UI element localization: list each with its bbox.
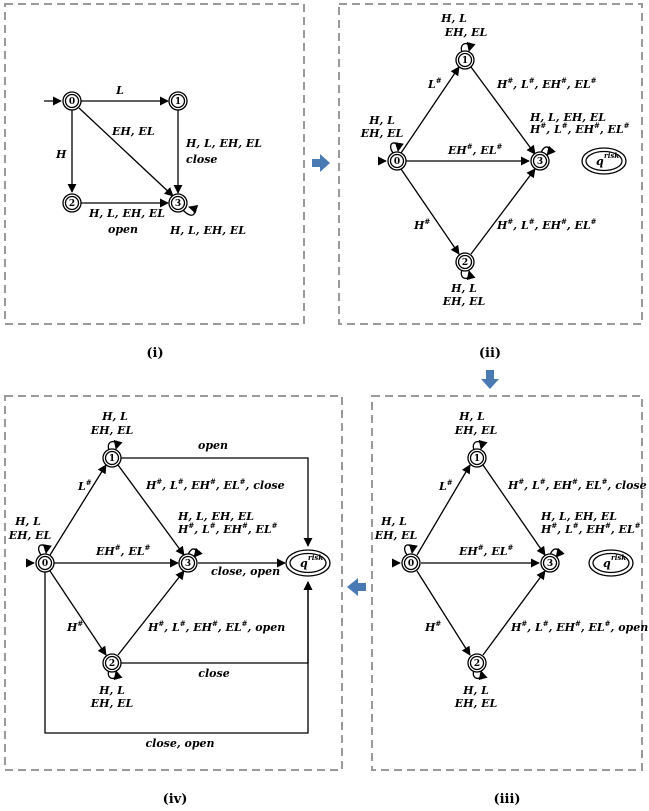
svg-text:1: 1 <box>462 56 468 66</box>
svg-text:risk: risk <box>604 151 619 160</box>
svg-text:H: H <box>55 148 67 161</box>
svg-text:(iii): (iii) <box>493 792 520 807</box>
svg-text:0: 0 <box>408 559 414 569</box>
svg-text:H, L: H, L <box>462 684 489 697</box>
svg-text:EH, EL: EH, EL <box>90 424 134 437</box>
svg-text:H#: H# <box>66 619 83 634</box>
svg-text:H#, L#, EH#, EL#: H#, L#, EH#, EL# <box>177 521 278 536</box>
svg-text:H#: H# <box>424 619 441 634</box>
svg-text:H#, L#, EH#, EL#, open: H#, L#, EH#, EL#, open <box>147 619 285 634</box>
svg-text:3: 3 <box>537 157 543 167</box>
svg-text:EH#, EL#: EH#, EL# <box>95 543 150 558</box>
svg-text:H, L: H, L <box>450 282 477 295</box>
svg-text:2: 2 <box>69 199 75 209</box>
svg-text:H#, L#, EH#, EL#, close: H#, L#, EH#, EL#, close <box>507 477 647 492</box>
svg-text:EH#, EL#: EH#, EL# <box>458 543 513 558</box>
svg-text:H#, L#, EH#, EL#: H#, L#, EH#, EL# <box>496 217 597 232</box>
svg-text:H, L: H, L <box>98 684 125 697</box>
svg-text:H, L: H, L <box>368 114 395 127</box>
svg-text:q: q <box>300 557 308 570</box>
svg-text:H, L: H, L <box>440 12 467 25</box>
svg-text:H, L, EH, EL: H, L, EH, EL <box>177 510 254 523</box>
svg-text:(ii): (ii) <box>479 346 501 361</box>
svg-text:L: L <box>115 84 124 97</box>
svg-text:L#: L# <box>438 478 453 493</box>
svg-text:3: 3 <box>547 559 553 569</box>
svg-text:close, open: close, open <box>211 565 280 578</box>
svg-text:EH, EL: EH, EL <box>90 697 134 710</box>
svg-text:(iv): (iv) <box>163 792 188 807</box>
svg-text:H#, L#, EH#, EL#, close: H#, L#, EH#, EL#, close <box>145 477 285 492</box>
svg-text:EH, EL: EH, EL <box>374 529 418 542</box>
svg-text:EH, EL: EH, EL <box>454 697 498 710</box>
svg-text:H, L: H, L <box>101 410 128 423</box>
svg-text:close, open: close, open <box>145 737 214 750</box>
svg-text:2: 2 <box>109 659 115 669</box>
svg-text:H, L, EH, EL: H, L, EH, EL <box>540 510 617 523</box>
svg-text:H#, L#, EH#, EL#: H#, L#, EH#, EL# <box>540 521 641 536</box>
svg-text:0: 0 <box>42 559 48 569</box>
svg-text:H, L, EH, EL: H, L, EH, EL <box>529 111 606 124</box>
svg-text:H#, L#, EH#, EL#, open: H#, L#, EH#, EL#, open <box>510 619 648 634</box>
svg-text:H#, L#, EH#, EL#: H#, L#, EH#, EL# <box>529 121 630 136</box>
svg-text:1: 1 <box>474 454 480 464</box>
svg-text:H, L, EH, EL: H, L, EH, EL <box>185 137 262 150</box>
svg-text:1: 1 <box>175 97 181 107</box>
svg-text:0: 0 <box>69 97 75 107</box>
svg-text:EH, EL: EH, EL <box>111 125 155 138</box>
svg-text:risk: risk <box>611 553 626 562</box>
svg-text:EH, EL: EH, EL <box>444 26 488 39</box>
svg-text:2: 2 <box>474 659 480 669</box>
svg-text:H, L: H, L <box>14 515 41 528</box>
svg-text:H, L, EH, EL: H, L, EH, EL <box>169 224 246 237</box>
svg-text:L#: L# <box>427 76 442 91</box>
svg-text:close: close <box>186 153 217 166</box>
svg-text:open: open <box>108 223 138 236</box>
svg-text:H, L, EH, EL: H, L, EH, EL <box>88 207 165 220</box>
svg-text:EH, EL: EH, EL <box>442 295 486 308</box>
svg-text:H#, L#, EH#, EL#: H#, L#, EH#, EL# <box>496 76 597 91</box>
svg-text:q: q <box>596 155 604 168</box>
svg-text:close: close <box>198 667 229 680</box>
svg-text:risk: risk <box>308 553 323 562</box>
svg-text:H, L: H, L <box>380 515 407 528</box>
svg-text:open: open <box>198 439 228 452</box>
svg-text:EH, EL: EH, EL <box>8 529 52 542</box>
svg-text:1: 1 <box>109 454 115 464</box>
svg-text:2: 2 <box>462 258 468 268</box>
svg-text:H#: H# <box>413 217 430 232</box>
svg-text:EH, EL: EH, EL <box>360 127 404 140</box>
svg-text:EH#, EL#: EH#, EL# <box>447 142 502 157</box>
svg-text:EH, EL: EH, EL <box>454 424 498 437</box>
svg-text:3: 3 <box>185 559 191 569</box>
svg-text:0: 0 <box>394 157 400 167</box>
svg-text:(i): (i) <box>146 346 163 361</box>
svg-text:3: 3 <box>175 199 181 209</box>
svg-text:q: q <box>603 557 611 570</box>
svg-text:H, L: H, L <box>458 410 485 423</box>
